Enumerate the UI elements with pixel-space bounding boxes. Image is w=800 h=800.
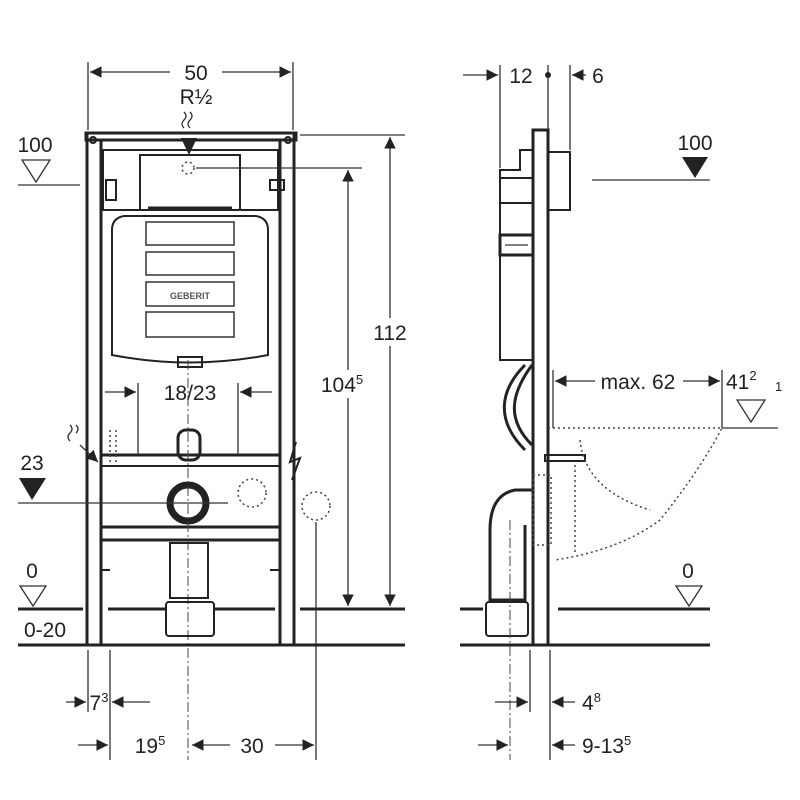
side-top-level-label: 100 [677,132,712,155]
dimension-projection: max. 62 412 1 [552,368,782,429]
water-connection-icon [301,491,331,521]
cistern: GEBERIT [111,215,269,368]
dimension-flush-width: 18/23 [105,382,272,455]
drain-level-label: 23 [20,452,43,475]
water-supply-icon [67,424,79,442]
dimension-bottom: 73 195 30 [66,650,314,760]
top-level-label: 100 [17,134,52,157]
projection-label: max. 62 [601,371,676,394]
dimension-top: 12 6 [463,65,604,168]
water-inlet-arrow-icon [181,138,197,155]
floor-range-label: 0-20 [24,619,66,642]
panel-label: 6 [592,65,604,88]
seat-tol-minus: 1 [775,379,782,394]
side-floor-level-label: 0 [682,560,694,583]
waste-connection-icon [237,478,267,508]
brand-logo: GEBERIT [170,291,211,301]
side-frame [485,128,586,760]
leg-offset-label: 73 [90,690,109,715]
level-markers: 100 23 0 0-20 [17,134,405,647]
seat-height-label: 412 [726,368,757,394]
dimension-heights: 1045 112 [196,134,407,606]
electric-icon [288,441,302,481]
wall-range-label: 9-135 [582,733,631,758]
total-height-label: 112 [373,322,406,345]
width-label: 50 [184,62,207,85]
pipe-offset-label: 48 [582,690,601,715]
front-view: 50 R½ [17,62,407,760]
drain-offset-label: 195 [135,733,166,758]
side-levels: 100 0 [460,132,713,647]
flush-width-label: 18/23 [164,382,217,405]
wc-pan-outline [548,427,724,561]
thread-label: R½ [180,86,213,109]
frame [84,131,298,645]
inner-height-label: 1045 [321,372,363,397]
water-offset-label: 30 [240,735,263,758]
dimension-width: 50 R½ [87,62,294,155]
side-dimension-bottom: 48 9-135 [478,650,631,760]
depth-label: 12 [509,65,532,88]
water-supply-icon [181,111,193,129]
floor-level-label: 0 [26,560,38,583]
side-view: 12 6 max. 62 [460,65,782,760]
